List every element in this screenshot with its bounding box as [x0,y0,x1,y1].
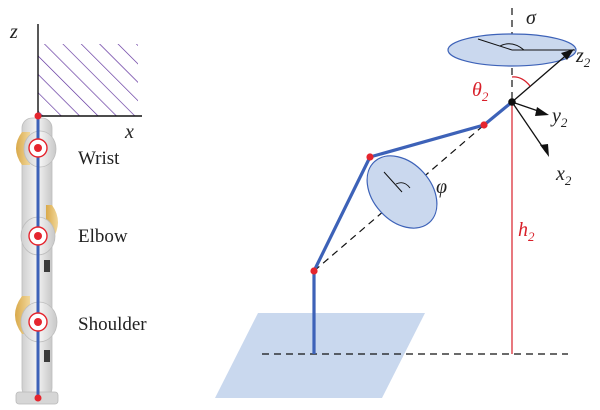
h2-label: h2 [518,219,535,244]
shoulder-label: Shoulder [78,314,147,335]
right-panel: σ z2 y2 x2 θ2 h2 φ [215,7,591,398]
phi-label: φ [436,176,447,198]
elbow-point [366,153,374,161]
x2-axis [511,101,547,153]
y2-label: y2 [550,105,568,130]
sigma-label: σ [526,7,537,29]
elbow-label: Elbow [78,226,128,247]
left-panel: z x [9,21,147,405]
wrist-point [480,121,488,129]
base-point [34,394,42,402]
y2-arrowhead [535,107,549,116]
wrist-joint-marker [28,138,48,158]
top-point [34,112,42,120]
z-axis-label: z [9,21,18,43]
x2-label: x2 [555,163,572,188]
theta2-label: θ2 [472,79,489,104]
hatched-workspace [38,44,138,116]
sigma-disk [447,33,577,67]
wrist-label: Wrist [78,148,120,169]
z2-label: z2 [575,45,591,70]
x2-arrowhead [540,144,549,157]
theta-angle-arc [511,76,531,87]
shoulder-point [310,267,318,275]
z2-axis [511,51,571,103]
z2-arrowhead [561,49,574,60]
elbow-joint-marker [28,226,48,246]
ground-plane [215,313,425,398]
shoulder-joint-marker [28,312,48,332]
end-effector-point [508,98,516,106]
phi-disk [366,155,438,229]
x-axis-label: x [124,121,134,143]
